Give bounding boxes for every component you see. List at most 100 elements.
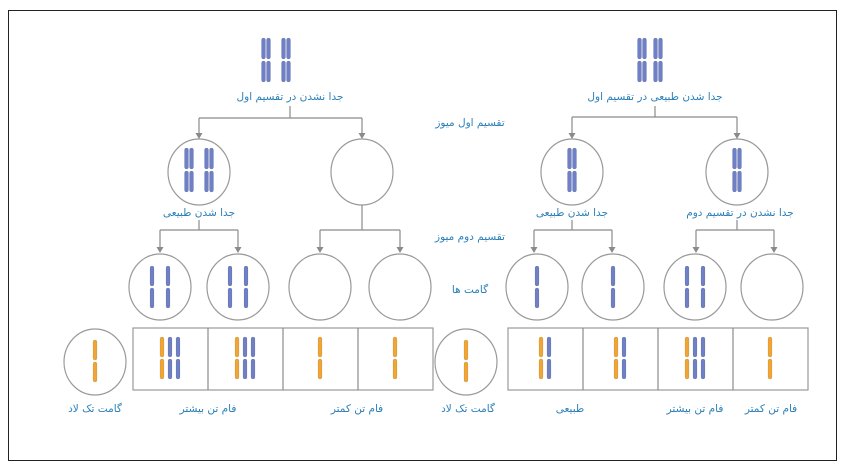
chromosome	[610, 287, 616, 309]
orange-chromosome	[159, 358, 165, 380]
chromatid	[184, 170, 189, 193]
chromatid	[266, 37, 271, 60]
chromosome	[684, 265, 690, 287]
orange-chromosome	[767, 336, 773, 358]
label-left-less: فام تن کمتر	[330, 403, 384, 415]
orange-chromosome	[234, 336, 240, 358]
label-left-more: فام تن بیشتر	[179, 403, 237, 415]
label-haploid-gamete-left: گامت تک لاد	[68, 403, 122, 415]
label-right-normal: جدا شدن طبیعی	[535, 207, 609, 219]
chromosome	[700, 265, 706, 287]
chromosome	[165, 287, 171, 309]
chromatid	[567, 147, 572, 170]
chromatid	[209, 170, 214, 193]
chromosome	[700, 287, 706, 309]
arrow-head-icon	[396, 247, 404, 253]
chromosome	[227, 287, 233, 309]
chromatid	[281, 37, 286, 60]
arrow-head-icon	[530, 247, 538, 253]
chromosome	[149, 265, 155, 287]
label-haploid-gamete-mid: گامت تک لاد	[441, 403, 495, 415]
cell-circle	[288, 253, 352, 321]
chromosome	[165, 265, 171, 287]
arrow-head-icon	[692, 247, 700, 253]
blue-chromosome	[242, 358, 248, 380]
chromatid	[658, 60, 663, 83]
blue-chromosome	[175, 336, 181, 358]
cell-circle	[167, 138, 231, 206]
label-gametes: گامت ها	[451, 284, 489, 296]
orange-chromosome	[159, 336, 165, 358]
arrow-head-icon	[608, 247, 616, 253]
arrow-head-icon	[234, 247, 242, 253]
chromatid	[653, 37, 658, 60]
chromatid	[266, 60, 271, 83]
orange-chromosome	[463, 339, 469, 361]
chromatid	[189, 147, 194, 170]
chromatid	[653, 60, 658, 83]
chromosome	[243, 287, 249, 309]
chromatid	[281, 60, 286, 83]
label-left-normal: جدا شدن طبیعی	[162, 207, 236, 219]
chromatid	[204, 147, 209, 170]
blue-chromosome	[167, 358, 173, 380]
frame	[8, 10, 837, 461]
orange-chromosome	[684, 336, 690, 358]
cell-circle	[663, 253, 727, 321]
chromosome	[149, 287, 155, 309]
blue-chromosome	[175, 358, 181, 380]
cell-circle	[434, 328, 498, 396]
chromatid	[737, 170, 742, 193]
cell-circle	[63, 328, 127, 396]
arrow-head-icon	[156, 247, 164, 253]
orange-chromosome	[92, 361, 98, 383]
cell-circle	[540, 138, 604, 206]
orange-chromosome	[613, 336, 619, 358]
cell-circle	[206, 253, 270, 321]
chromatid	[658, 37, 663, 60]
orange-chromosome	[463, 361, 469, 383]
blue-chromosome	[167, 336, 173, 358]
chromatid	[637, 60, 642, 83]
chromosome	[610, 265, 616, 287]
orange-chromosome	[684, 358, 690, 380]
cell-circle	[505, 253, 569, 321]
chromosome	[534, 265, 540, 287]
chromatid	[209, 147, 214, 170]
arrow-head-icon	[358, 133, 366, 139]
blue-chromosome	[546, 358, 552, 380]
chromatid	[189, 170, 194, 193]
chromatid	[572, 170, 577, 193]
arrow-head-icon	[733, 133, 741, 139]
orange-chromosome	[234, 358, 240, 380]
label-meiosis-2: تقسیم دوم میوز	[435, 231, 505, 243]
chromatid	[732, 147, 737, 170]
cell-circle	[740, 253, 804, 321]
orange-chromosome	[317, 336, 323, 358]
label-right-top: جدا شدن طبیعی در تقسیم اول	[587, 91, 723, 103]
orange-chromosome	[538, 358, 544, 380]
chromosome	[684, 287, 690, 309]
orange-chromosome	[392, 336, 398, 358]
blue-chromosome	[700, 358, 706, 380]
label-right-more: فام تن بیشتر	[666, 403, 724, 415]
orange-chromosome	[317, 358, 323, 380]
orange-chromosome	[392, 358, 398, 380]
chromatid	[286, 37, 291, 60]
arrow-head-icon	[195, 133, 203, 139]
chromatid	[286, 60, 291, 83]
blue-chromosome	[621, 336, 627, 358]
label-right-normal-bottom: طبیعی	[555, 403, 585, 415]
chromosome	[534, 287, 540, 309]
label-meiosis-1: تقسیم اول میوز	[435, 117, 505, 129]
cell-circle	[368, 253, 432, 321]
blue-chromosome	[692, 336, 698, 358]
label-left-top: جدا نشدن در تقسیم اول	[236, 91, 344, 103]
arrow-head-icon	[568, 133, 576, 139]
chromatid	[567, 170, 572, 193]
blue-chromosome	[242, 336, 248, 358]
label-right-nondisjunction-2: جدا نشدن در تقسیم دوم	[686, 207, 794, 219]
chromosome	[243, 265, 249, 287]
orange-chromosome	[538, 336, 544, 358]
